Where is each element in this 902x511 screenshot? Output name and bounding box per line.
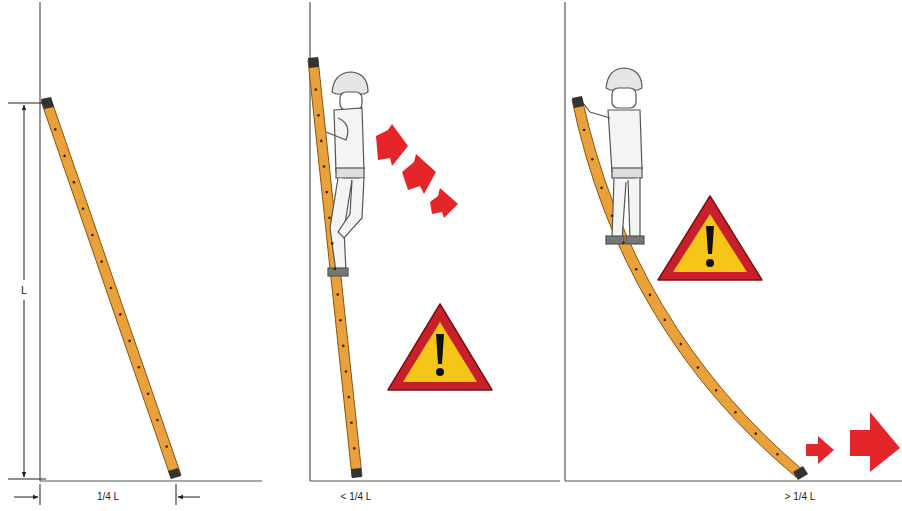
rung-dot xyxy=(326,191,329,194)
dimension-tick xyxy=(8,479,46,480)
ground xyxy=(565,480,902,481)
rung-dot xyxy=(776,453,779,456)
base-distance-label: 1/4 L xyxy=(95,491,121,503)
rung-dot xyxy=(353,447,356,450)
panel-correct xyxy=(8,2,262,505)
rung-dot xyxy=(622,242,625,245)
dimension-arrow xyxy=(14,497,38,498)
rung-dot xyxy=(755,432,758,435)
rung-dot xyxy=(331,242,334,245)
ladder-foot xyxy=(168,468,181,479)
rung-dot xyxy=(334,268,337,271)
worker xyxy=(326,72,368,276)
rung-dot xyxy=(91,234,94,237)
rung-dot xyxy=(591,158,594,161)
rung-dot xyxy=(63,155,66,158)
rung-dot xyxy=(128,340,131,343)
dimension-tick xyxy=(176,484,177,505)
rung-dot xyxy=(110,287,113,290)
height-label: L xyxy=(19,284,29,296)
rung-dot xyxy=(649,294,652,297)
rung-dot xyxy=(119,313,122,316)
ladder-cap xyxy=(308,57,319,68)
dimension-line xyxy=(24,105,25,280)
panel-too-steep xyxy=(308,2,560,481)
rung-dot xyxy=(664,319,667,322)
rung-dot xyxy=(600,187,603,190)
worker xyxy=(584,68,644,244)
rung-dot xyxy=(680,343,683,346)
rung-dot xyxy=(734,411,737,414)
rung-dot xyxy=(339,319,342,322)
rung-dot xyxy=(138,366,141,369)
rung-dot xyxy=(100,260,103,263)
rung-dot xyxy=(320,140,323,143)
sliding-arrows xyxy=(806,412,900,472)
ladder-foot xyxy=(351,468,362,478)
dimension-line xyxy=(24,300,25,477)
rung-dot xyxy=(345,370,348,373)
dimension-tick xyxy=(8,103,46,104)
ladder-cap xyxy=(572,96,584,108)
rung-dot xyxy=(697,366,700,369)
ground xyxy=(310,480,560,481)
ground xyxy=(40,480,262,481)
rung-dot xyxy=(156,419,159,422)
rung-dot xyxy=(323,165,326,168)
wall xyxy=(564,2,565,481)
rung-dot xyxy=(635,268,638,271)
ladder xyxy=(41,99,181,478)
rung-dot xyxy=(715,389,718,392)
dimension-arrow xyxy=(178,497,200,498)
rung-dot xyxy=(583,129,586,132)
rung-dots xyxy=(54,88,779,455)
tipping-arrows xyxy=(376,124,458,218)
rung-dot xyxy=(348,396,351,399)
rung-dot xyxy=(342,345,345,348)
rung-dot xyxy=(350,422,353,425)
rung-dot xyxy=(147,392,150,395)
base-distance-label: > 1/4 L xyxy=(783,491,818,503)
ladder-bent xyxy=(572,98,805,477)
rung-dot xyxy=(73,181,76,184)
wall xyxy=(39,2,40,481)
base-distance-label: < 1/4 L xyxy=(339,491,374,503)
rung-dot xyxy=(82,207,85,210)
rung-dot xyxy=(54,128,57,131)
rung-dot xyxy=(337,293,340,296)
warning-sign xyxy=(388,304,492,390)
ladder-foot xyxy=(793,466,808,480)
rung-dot xyxy=(328,217,331,220)
warning-sign xyxy=(658,196,762,280)
dimension-tick xyxy=(40,484,41,505)
panel-too-shallow xyxy=(565,2,902,481)
rung-dot xyxy=(315,88,318,91)
rung-dot xyxy=(165,445,168,448)
rung-dot xyxy=(317,114,320,117)
rung-dot xyxy=(611,215,614,218)
